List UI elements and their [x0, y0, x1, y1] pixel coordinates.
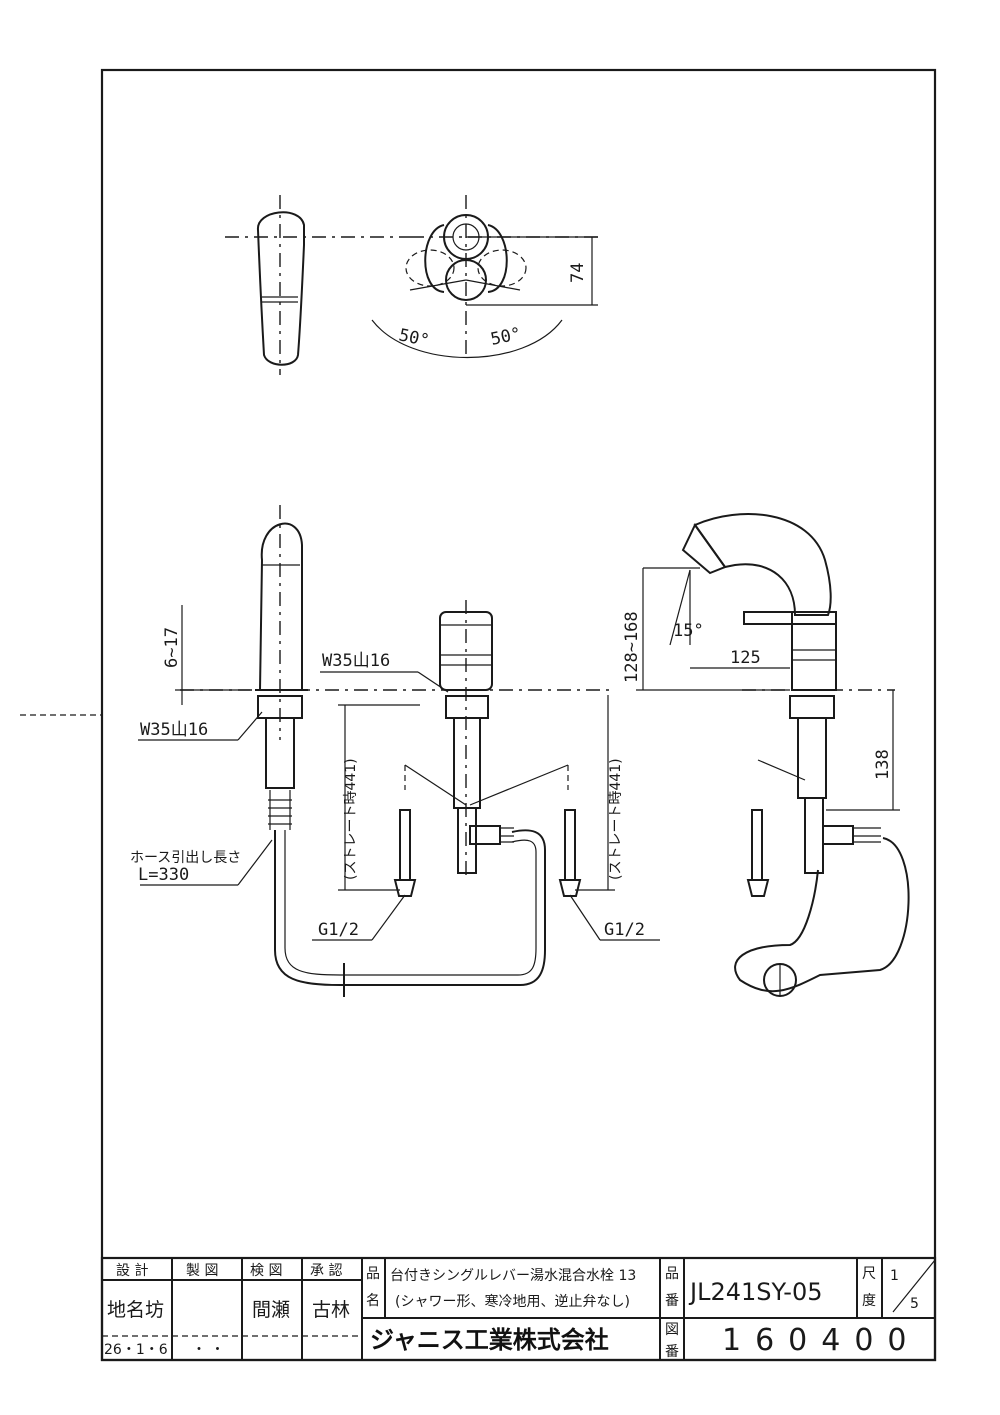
pipe-left-label: G1/2 [318, 920, 359, 940]
design-name: 地名坊 [107, 1299, 164, 1321]
title-block: 設 計 製 図 検 図 承 認 地名坊 間瀬 古林 26・1・6 ・ ・ 品 名… [100, 1256, 937, 1362]
front-view-body: W35山16 (ストレート時441) (ストレート時441) G1/2 G1/2 [180, 600, 660, 941]
label-scale-2: 度 [862, 1293, 876, 1309]
check-name: 間瀬 [252, 1299, 290, 1321]
label-product-1: 品 [366, 1266, 380, 1282]
label-drawing-no-2: 番 [665, 1344, 679, 1360]
label-product-2: 名 [366, 1293, 380, 1309]
hose-length-label-2: L=330 [138, 865, 189, 885]
dim-138: 138 [873, 749, 893, 780]
angle-right-50: 50° [489, 324, 523, 350]
front-view-faucet: 6~17 W35山16 ホース引出し長さ L=330 [130, 505, 546, 997]
hose-length-label-1: ホース引出し長さ [130, 850, 241, 866]
drawing-frame [100, 68, 937, 1362]
drawing-number: 160400 [722, 1323, 921, 1358]
side-view-faucet: 128~168 15° 125 138 [622, 513, 910, 997]
dim-6-17: 6~17 [162, 627, 182, 668]
label-approve: 承 認 [310, 1263, 342, 1279]
product-name-2: (シャワー形、寒冷地用、逆止弁なし) [395, 1293, 630, 1310]
label-drawing-no-1: 図 [665, 1322, 679, 1338]
dim-74: 74 [568, 263, 588, 283]
company-name: ジャニス工業株式会社 [370, 1326, 609, 1354]
scale-numerator: 1 [890, 1268, 899, 1284]
straight-length-left: (ストレート時441) [343, 758, 359, 880]
label-part-2: 番 [665, 1293, 679, 1309]
label-drawing: 製 図 [186, 1263, 218, 1279]
product-name-1: 台付きシングルレバー湯水混合水栓 13 [390, 1267, 636, 1284]
top-view-body: 74 50° 50° [371, 195, 600, 360]
date-blank: ・ ・ [192, 1342, 224, 1358]
scale-denominator: 5 [910, 1296, 919, 1312]
approve-name: 古林 [312, 1299, 350, 1321]
thread-upper-label: W35山16 [322, 651, 390, 671]
design-date: 26・1・6 [104, 1342, 168, 1358]
label-check: 検 図 [250, 1263, 282, 1279]
dim-125: 125 [730, 648, 761, 668]
label-design: 設 計 [116, 1263, 148, 1279]
pipe-right-label: G1/2 [604, 920, 645, 940]
part-number: JL241SY-05 [688, 1278, 823, 1306]
angle-15: 15° [673, 621, 704, 641]
thread-lower-label: W35山16 [140, 720, 208, 740]
top-view-lever [225, 195, 410, 375]
straight-length-right: (ストレート時441) [608, 758, 624, 880]
dim-128-168: 128~168 [622, 611, 642, 683]
label-part-1: 品 [665, 1266, 679, 1282]
label-scale-1: 尺 [862, 1266, 876, 1282]
angle-left-50: 50° [397, 325, 431, 351]
